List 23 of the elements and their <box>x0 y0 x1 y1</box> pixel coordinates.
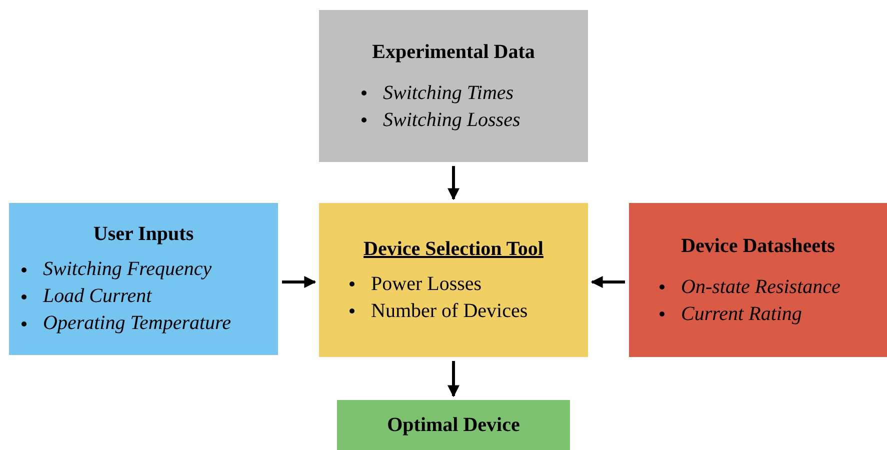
box-heading: Device Selection Tool <box>364 238 544 260</box>
process-box <box>9 203 278 355</box>
arrow <box>448 361 460 398</box>
bullet-item: Switching Losses <box>383 108 520 132</box>
process-box <box>319 203 588 357</box>
process-box <box>629 203 887 357</box>
box-heading: User Inputs <box>93 223 194 246</box>
box-heading: Device Datasheets <box>681 234 835 258</box>
arrow <box>590 276 625 288</box>
box-heading: Experimental Data <box>372 40 535 64</box>
arrow <box>448 166 460 200</box>
bullet-item: Load Current <box>43 285 152 308</box>
process-box <box>319 10 588 162</box>
bullet-item: Switching Frequency <box>43 258 212 281</box>
bullet-item: Current Rating <box>681 302 802 326</box>
box-heading: Optimal Device <box>387 414 520 436</box>
bullet-item: Switching Times <box>383 82 514 104</box>
bullet-item: Operating Temperature <box>43 312 231 335</box>
bullet-item: On-state Resistance <box>681 276 840 298</box>
arrow <box>282 276 316 288</box>
bullet-item: Number of Devices <box>371 300 528 322</box>
process-box <box>337 400 570 450</box>
bullet-item: Power Losses <box>371 272 482 296</box>
